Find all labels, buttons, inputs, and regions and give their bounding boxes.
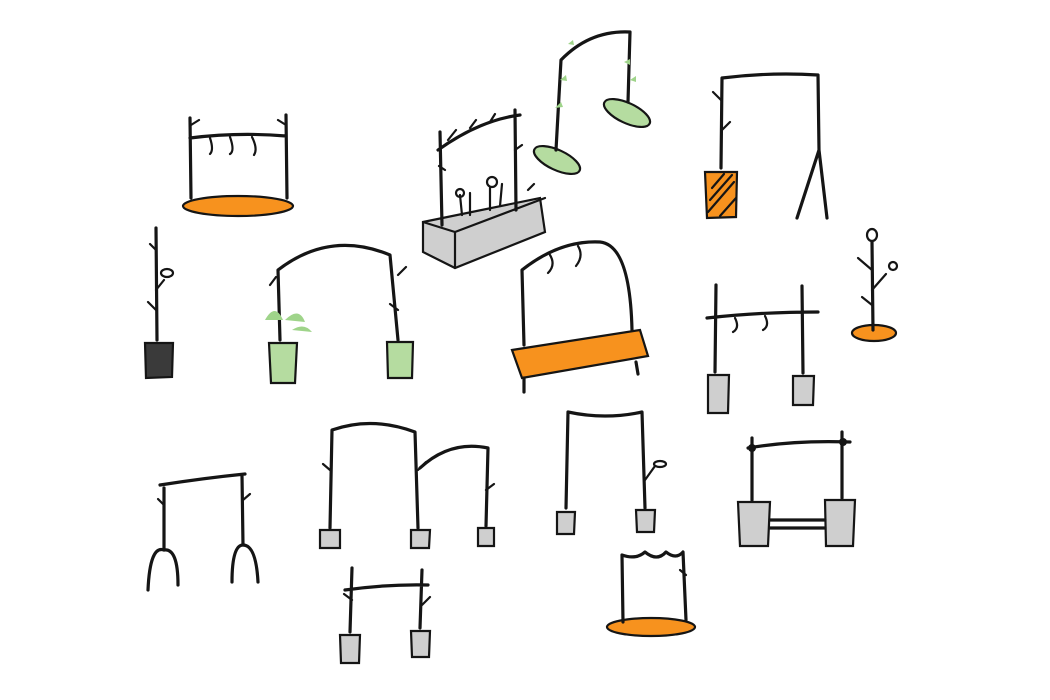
arch-with-green-planters xyxy=(265,243,415,385)
arch-on-green-bases xyxy=(532,30,652,176)
coat-tree-on-orange-base xyxy=(850,227,899,343)
frame-on-grey-bollards-with-bar xyxy=(736,430,857,548)
bowed-leg-rail xyxy=(146,472,260,592)
small-rail-on-grey-pots xyxy=(338,566,432,665)
arch-with-hook-on-blocks xyxy=(555,410,668,536)
stand-with-striped-pot xyxy=(703,72,829,220)
rail-on-grey-weights xyxy=(705,283,820,415)
single-post-on-dark-pot xyxy=(143,226,175,380)
clothes-rail-on-orange-base xyxy=(181,113,295,218)
wavy-frame-on-orange-base xyxy=(605,550,697,638)
planter-box-with-trellis xyxy=(421,108,547,270)
double-arch-on-blocks xyxy=(318,421,496,550)
bench-with-hanger-arch xyxy=(510,240,650,394)
